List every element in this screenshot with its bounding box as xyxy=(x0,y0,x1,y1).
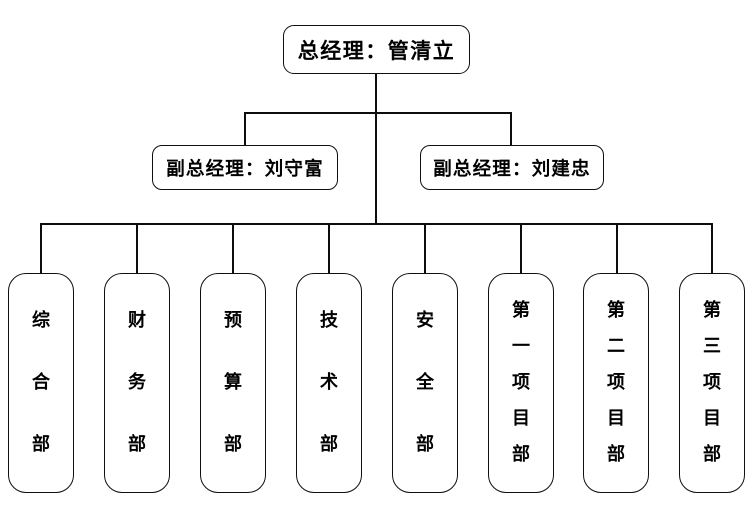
connector-level2-horizontal-bus xyxy=(244,112,512,114)
department-4-label: 技 术 部 xyxy=(297,290,361,476)
department-5-char-1: 安 xyxy=(416,310,434,331)
node-department-2[interactable]: 财 务 部 xyxy=(104,273,170,493)
node-department-4[interactable]: 技 术 部 xyxy=(296,273,362,493)
department-3-char-3: 部 xyxy=(224,434,242,455)
department-1-label: 综 合 部 xyxy=(9,290,73,476)
department-2-char-3: 部 xyxy=(128,434,146,455)
connector-level3-drop-8 xyxy=(711,223,713,274)
department-4-char-3: 部 xyxy=(320,434,338,455)
department-1-char-3: 部 xyxy=(32,434,50,455)
department-3-label: 预 算 部 xyxy=(201,290,265,476)
department-7-char-1: 第 xyxy=(607,300,625,321)
department-8-label: 第 三 项 目 部 xyxy=(680,293,744,473)
connector-level3-drop-7 xyxy=(616,223,618,274)
department-6-label: 第 一 项 目 部 xyxy=(489,293,553,473)
connector-level3-drop-2 xyxy=(136,223,138,274)
department-1-char-1: 综 xyxy=(32,310,50,331)
department-8-char-2: 三 xyxy=(703,336,721,357)
department-1-char-2: 合 xyxy=(32,372,50,393)
connector-level3-drop-3 xyxy=(232,223,234,274)
connector-level3-drop-5 xyxy=(424,223,426,274)
node-deputy-manager-2[interactable]: 副总经理：刘建忠 xyxy=(420,145,604,190)
department-4-char-1: 技 xyxy=(320,310,338,331)
department-7-char-3: 项 xyxy=(607,372,625,393)
department-3-char-1: 预 xyxy=(224,310,242,331)
department-2-char-2: 务 xyxy=(128,372,146,393)
connector-level2-drop-2 xyxy=(510,112,512,146)
connector-level3-drop-4 xyxy=(328,223,330,274)
department-6-char-1: 第 xyxy=(512,300,530,321)
department-4-char-2: 术 xyxy=(320,372,338,393)
node-department-3[interactable]: 预 算 部 xyxy=(200,273,266,493)
department-5-label: 安 全 部 xyxy=(393,290,457,476)
department-5-char-3: 部 xyxy=(416,434,434,455)
department-8-char-1: 第 xyxy=(703,300,721,321)
department-7-label: 第 二 项 目 部 xyxy=(584,293,648,473)
deputy-manager-1-label: 副总经理：刘守富 xyxy=(166,158,324,180)
node-department-8[interactable]: 第 三 项 目 部 xyxy=(679,273,745,493)
department-3-char-2: 算 xyxy=(224,372,242,393)
department-6-char-4: 目 xyxy=(512,408,530,429)
department-5-char-2: 全 xyxy=(416,372,434,393)
department-6-char-2: 一 xyxy=(512,336,530,357)
department-8-char-4: 目 xyxy=(703,408,721,429)
node-general-manager[interactable]: 总经理：管清立 xyxy=(283,25,470,74)
node-department-5[interactable]: 安 全 部 xyxy=(392,273,458,493)
connector-level3-drop-1 xyxy=(40,223,42,274)
node-department-1[interactable]: 综 合 部 xyxy=(8,273,74,493)
deputy-manager-2-label: 副总经理：刘建忠 xyxy=(433,158,591,180)
department-8-char-3: 项 xyxy=(703,372,721,393)
node-department-7[interactable]: 第 二 项 目 部 xyxy=(583,273,649,493)
connector-level3-drop-6 xyxy=(520,223,522,274)
department-7-char-4: 目 xyxy=(607,408,625,429)
department-2-label: 财 务 部 xyxy=(105,290,169,476)
department-8-char-5: 部 xyxy=(703,444,721,465)
general-manager-label: 总经理：管清立 xyxy=(297,38,456,63)
node-deputy-manager-1[interactable]: 副总经理：刘守富 xyxy=(152,145,338,190)
department-6-char-5: 部 xyxy=(512,444,530,465)
department-2-char-1: 财 xyxy=(128,310,146,331)
connector-level3-horizontal-bus xyxy=(40,223,713,225)
connector-level2-drop-1 xyxy=(244,112,246,146)
node-department-6[interactable]: 第 一 项 目 部 xyxy=(488,273,554,493)
department-6-char-3: 项 xyxy=(512,372,530,393)
department-7-char-5: 部 xyxy=(607,444,625,465)
department-7-char-2: 二 xyxy=(607,336,625,357)
connector-trunk-vertical xyxy=(375,74,377,225)
